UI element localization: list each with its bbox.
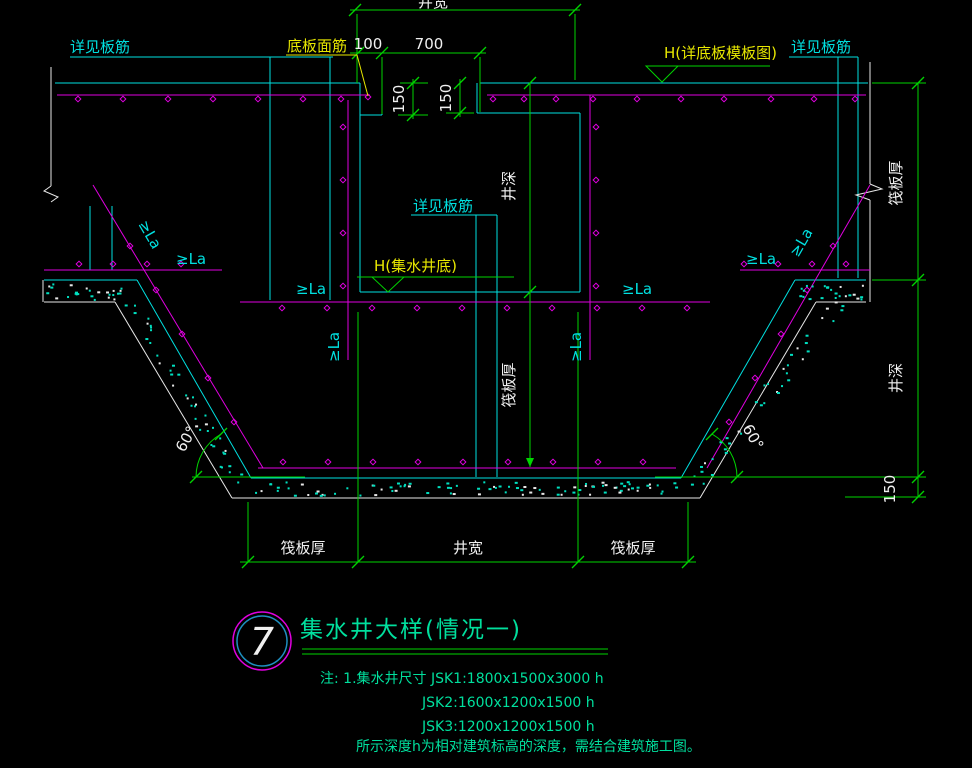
note-line-1: 注: 1.集水井尺寸 JSK1:1800x1500x3000 h (320, 670, 604, 687)
depth-arrowhead (526, 458, 534, 467)
dim-well-width-top: 井宽 (418, 0, 448, 11)
detail-title: 集水井大样(情况一) (300, 617, 522, 643)
see-slab-rebar-label-left: 详见板筋 (70, 38, 130, 56)
note-line-2: JSK2:1600x1200x1500 h (421, 695, 595, 711)
dim-150-step-a: 150 (390, 85, 408, 114)
dim-well-depth-right: 井深 (887, 363, 905, 393)
dim-raft-thickness-right: 筏板厚 (887, 160, 905, 205)
notes: 注: 1.集水井尺寸 JSK1:1800x1500x3000 h JSK2:16… (320, 670, 701, 755)
la-label-raft-left: ≥La (176, 250, 206, 268)
la-label-wall-right: ≥La (567, 332, 585, 362)
detail-number-circle-outer (232, 611, 292, 671)
la-label-raft-right: ≥La (746, 250, 776, 268)
wall-dowel-bars (70, 56, 859, 477)
concrete-outline (44, 82, 868, 479)
see-slab-rebar-label-pit: 详见板筋 (413, 197, 473, 215)
rebar-lines (44, 94, 871, 469)
la-label-base-right: ≥La (622, 280, 652, 298)
dim-150-pad-right: 150 (881, 475, 899, 504)
dim-raft-thickness-bottom-right: 筏板厚 (610, 539, 655, 557)
callout-leaders (286, 54, 369, 97)
note-line-4: 所示深度h为相对建筑标高的深度，需结合建筑施工图。 (356, 738, 701, 755)
dim-100: 100 (354, 35, 383, 53)
angle-60-left: 60° (172, 423, 201, 455)
la-label-wall-left: ≥La (325, 332, 343, 362)
rebar-section-dots (74, 93, 859, 466)
level-symbols (357, 65, 770, 293)
dimension-ticks (189, 3, 925, 569)
dim-700: 700 (415, 35, 444, 53)
dim-well-width-bottom: 井宽 (453, 539, 483, 557)
detail-number: 7 (250, 620, 274, 664)
dim-well-depth-center: 井深 (500, 171, 518, 201)
title-block: 7 集水井大样(情况一) (232, 611, 608, 671)
la-label-slope-right: ≥La (786, 225, 817, 260)
la-label-slope-left: ≥La (135, 217, 166, 252)
dim-raft-thickness-center: 筏板厚 (500, 362, 518, 407)
level-pit-bottom-label: H(集水井底) (374, 257, 457, 275)
text-labels: 详见板筋 详见板筋 详见板筋 底板面筋 H(详底板模板图) H(集水井底) ≥L… (70, 0, 905, 557)
bottom-slab-top-rebar-label: 底板面筋 (287, 37, 347, 55)
dim-raft-thickness-bottom-left: 筏板厚 (280, 539, 325, 557)
level-top-slab-label: H(详底板模板图) (664, 44, 777, 62)
blinding-pad-hatch (46, 283, 864, 497)
dim-150-step-b: 150 (437, 84, 455, 113)
note-line-3: JSK3:1200x1200x1500 h (421, 719, 595, 735)
excavation-lines (42, 62, 884, 499)
see-slab-rebar-label-right: 详见板筋 (791, 38, 851, 56)
detail-number-circle-inner (236, 615, 288, 667)
la-label-base-left: ≥La (296, 280, 326, 298)
